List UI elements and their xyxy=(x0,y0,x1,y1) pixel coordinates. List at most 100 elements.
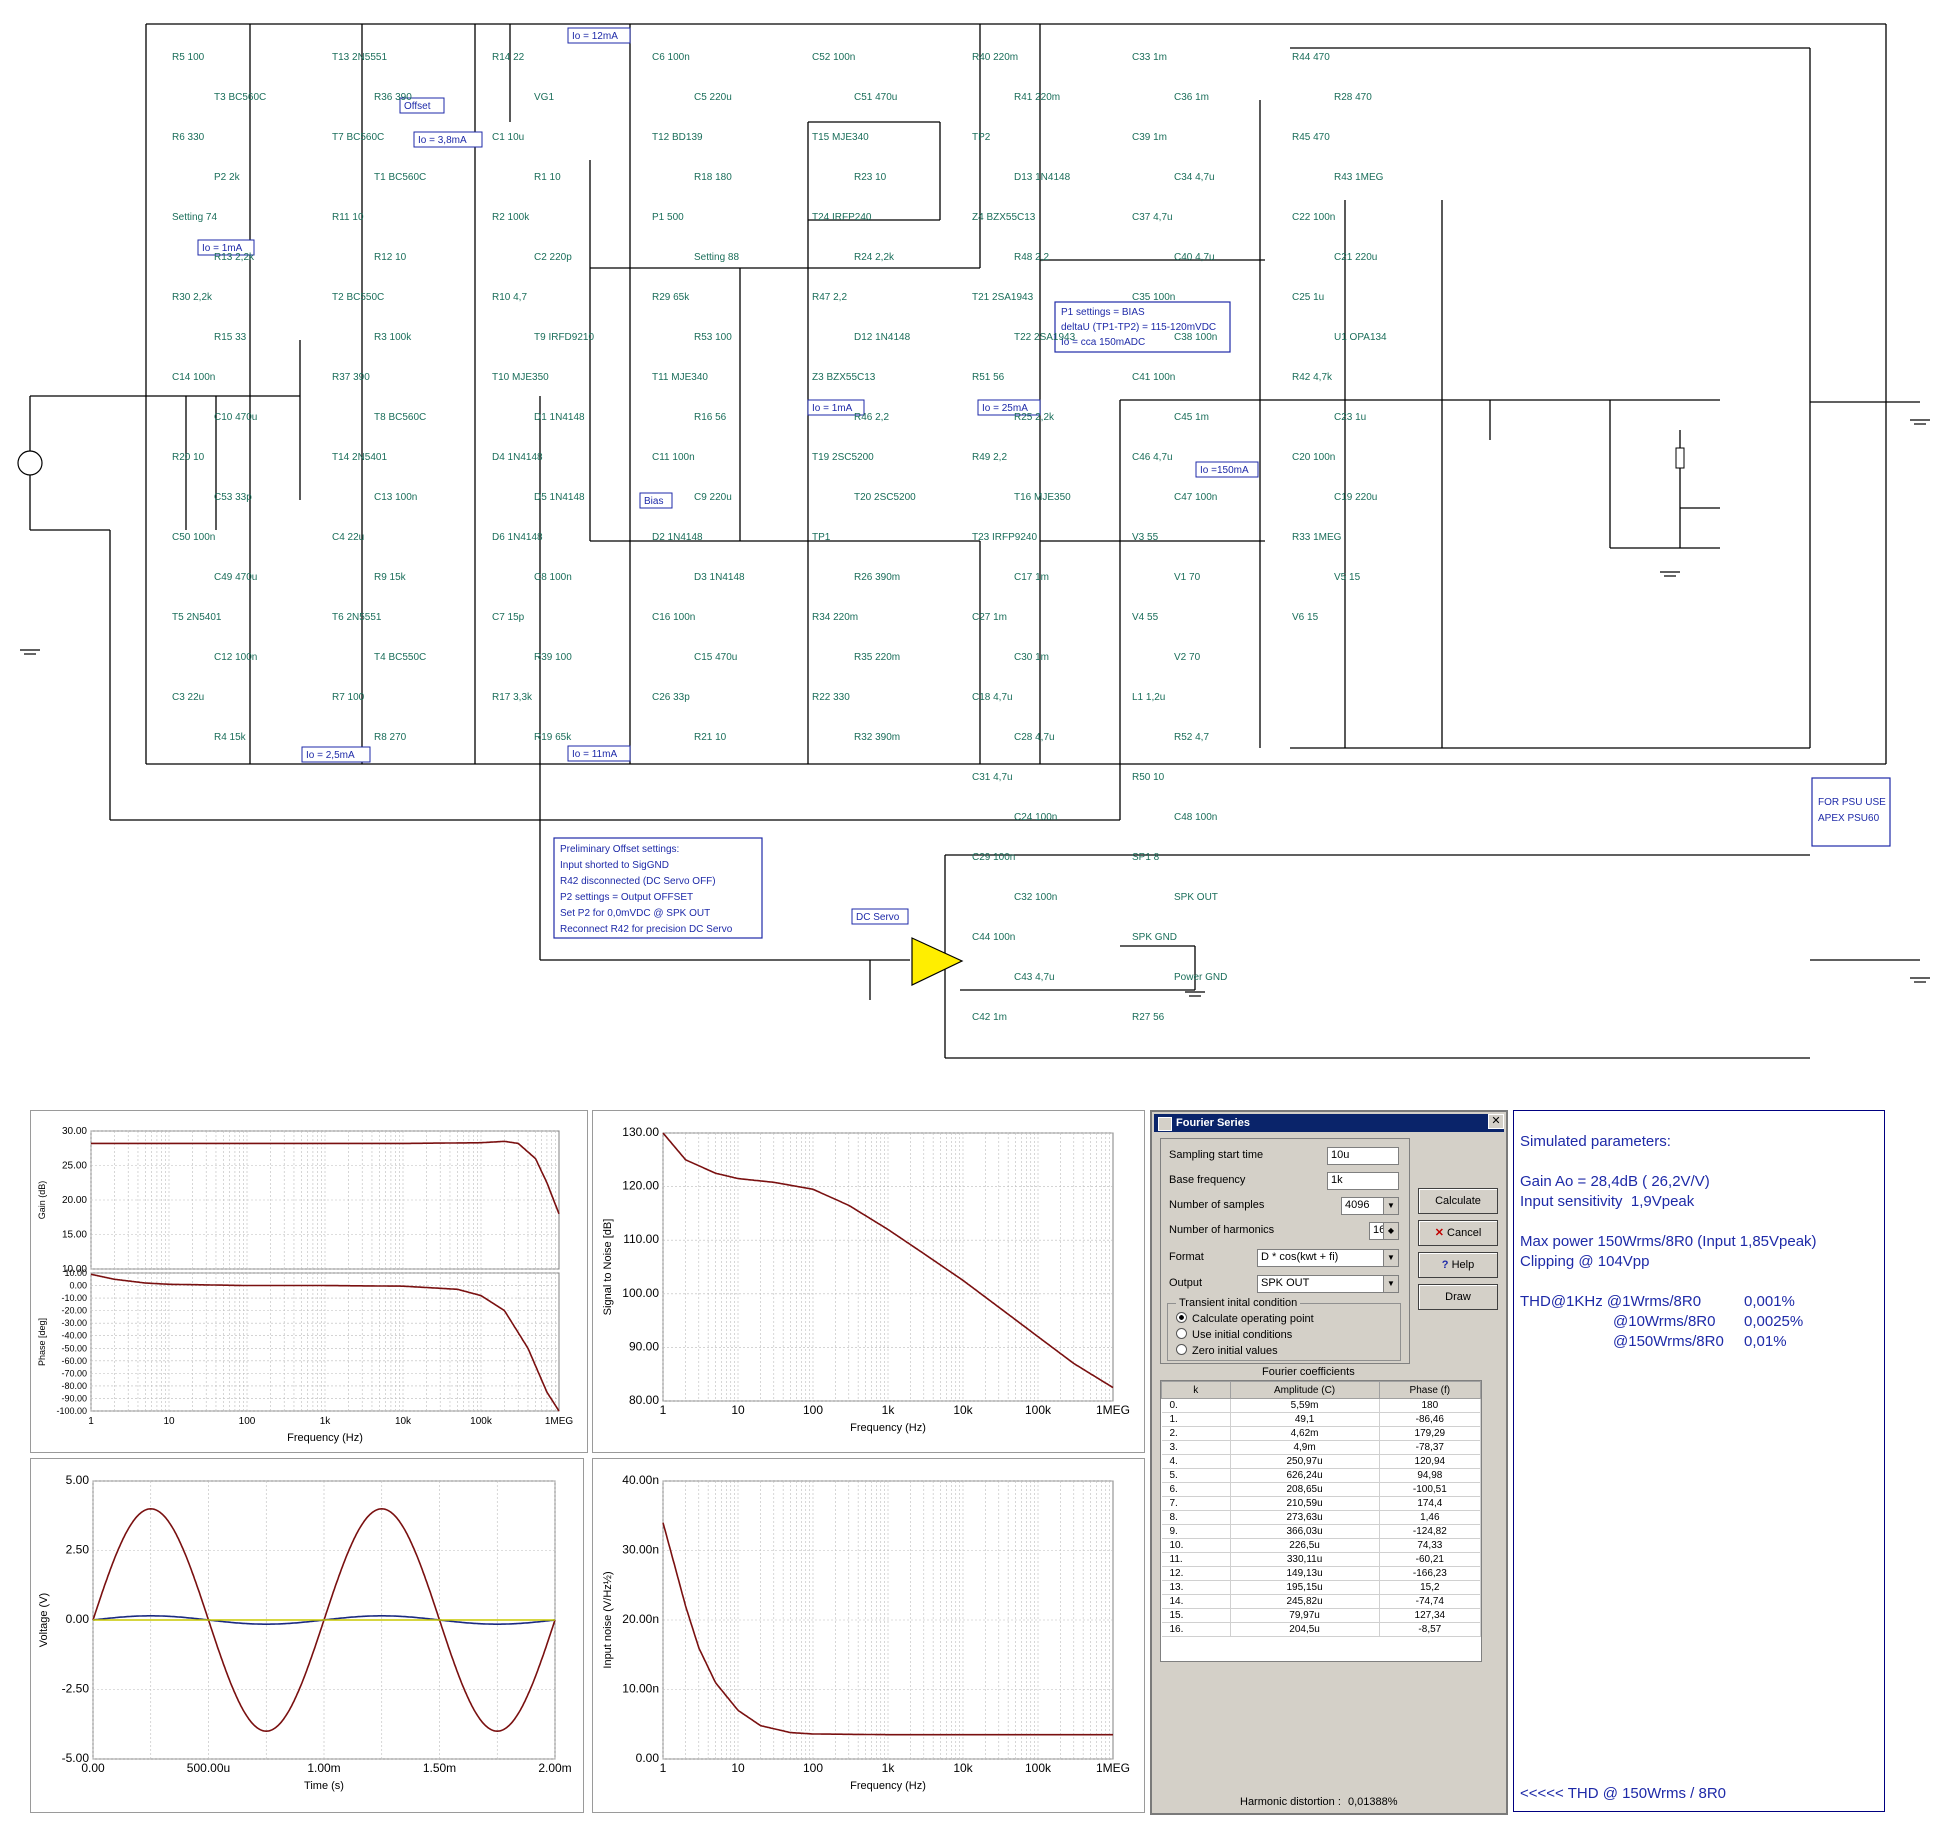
table-cell: 4,62m xyxy=(1230,1426,1380,1441)
calculate-button[interactable]: Calculate xyxy=(1418,1188,1498,1214)
component-label: C18 4,7u xyxy=(972,692,1013,703)
dialog-title-bar[interactable]: Fourier Series xyxy=(1154,1114,1504,1132)
component-label: R15 33 xyxy=(214,332,247,343)
table-row: 12.149,13u-166,23 xyxy=(1161,1566,1482,1581)
boxed-label: Io = 11mA xyxy=(572,749,617,760)
y-tick-label: -10.00 xyxy=(61,1293,87,1303)
format-value: D * cos(kwt + fi) xyxy=(1261,1251,1339,1263)
samples-select[interactable]: 4096▼ xyxy=(1341,1197,1399,1215)
component-label: C9 220u xyxy=(694,492,732,503)
component-label: T16 MJE350 xyxy=(1014,492,1071,503)
component-label: C29 100n xyxy=(972,852,1015,863)
sampling-start-input[interactable]: 10u xyxy=(1327,1147,1399,1165)
cancel-button[interactable]: ✕ Cancel xyxy=(1418,1220,1498,1246)
component-label: R45 470 xyxy=(1292,132,1330,143)
radio-use-initial[interactable]: Use initial conditions xyxy=(1176,1328,1292,1341)
plot-grid xyxy=(90,1130,559,1270)
component-label: C15 470u xyxy=(694,652,737,663)
harmonics-stepper[interactable]: 16◆ xyxy=(1369,1222,1399,1240)
component-label: R27 56 xyxy=(1132,1012,1165,1023)
component-label: TP2 xyxy=(972,132,991,143)
boxed-label-frame xyxy=(413,131,483,148)
component-label: C49 470u xyxy=(214,572,257,583)
component-label: C33 1m xyxy=(1132,52,1167,63)
table-cell: 4,9m xyxy=(1230,1440,1380,1455)
component-label: R33 1MEG xyxy=(1292,532,1342,543)
y-tick-label: 30.00n xyxy=(622,1543,659,1557)
output-select[interactable]: SPK OUT ▼ xyxy=(1257,1275,1399,1293)
radio-zero-initial[interactable]: Zero initial values xyxy=(1176,1344,1278,1357)
chevron-down-icon: ▼ xyxy=(1383,1198,1398,1214)
harmonic-distortion-value: 0,01388% xyxy=(1348,1796,1398,1808)
component-label: R13 2,2k xyxy=(214,252,255,263)
table-cell: -124,82 xyxy=(1379,1524,1482,1539)
y-tick-label: -100.00 xyxy=(56,1406,87,1416)
x-tick-label: 10k xyxy=(953,1403,973,1417)
component-label: C31 4,7u xyxy=(972,772,1013,783)
ground-symbols xyxy=(20,419,1930,997)
table-cell: 208,65u xyxy=(1230,1482,1380,1497)
component-label: R16 56 xyxy=(694,412,727,423)
table-cell: 11. xyxy=(1161,1552,1231,1567)
y-axis-label: Gain (dB) xyxy=(37,1181,47,1220)
output-value: SPK OUT xyxy=(1261,1277,1310,1289)
help-icon: ? xyxy=(1441,1259,1452,1271)
component-label: C50 100n xyxy=(172,532,215,543)
table-cell: 94,98 xyxy=(1379,1468,1482,1483)
component-label: C26 33p xyxy=(652,692,690,703)
component-label: R47 2,2 xyxy=(812,292,847,303)
component-label: V2 70 xyxy=(1174,652,1201,663)
format-select[interactable]: D * cos(kwt + fi)▼ xyxy=(1257,1249,1399,1267)
harmonic-distortion-label: Harmonic distortion : xyxy=(1240,1796,1341,1808)
component-label: R17 3,3k xyxy=(492,692,533,703)
table-cell: -166,23 xyxy=(1379,1566,1482,1581)
table-cell: 16. xyxy=(1161,1622,1231,1637)
draw-button[interactable]: Draw xyxy=(1418,1284,1498,1310)
table-cell: 180 xyxy=(1379,1398,1482,1413)
boxed-label-frame xyxy=(567,27,631,44)
component-label: C35 100n xyxy=(1132,292,1175,303)
base-frequency-input[interactable]: 1k xyxy=(1327,1172,1399,1190)
param-thd10-label: @10Wrms/8R0 xyxy=(1613,1313,1716,1330)
radio-label: Calculate operating point xyxy=(1192,1313,1314,1325)
component-label: R3 100k xyxy=(374,332,412,343)
component-label: T19 2SC5200 xyxy=(812,452,874,463)
y-tick-label: 2.50 xyxy=(66,1543,90,1557)
component-label: T12 BD139 xyxy=(652,132,703,143)
close-button[interactable]: ✕ xyxy=(1488,1114,1504,1129)
y-tick-label: -70.00 xyxy=(61,1368,87,1378)
radio-calc-op[interactable]: Calculate operating point xyxy=(1176,1312,1314,1325)
component-label: T20 2SC5200 xyxy=(854,492,916,503)
component-label: R29 65k xyxy=(652,292,690,303)
boxed-label: Offset xyxy=(404,101,431,112)
component-label: R20 10 xyxy=(172,452,205,463)
y-tick-label: 10.00 xyxy=(62,1264,87,1275)
param-thd1: 0,001% xyxy=(1744,1293,1795,1310)
component-label: R10 4,7 xyxy=(492,292,527,303)
component-label: R46 2,2 xyxy=(854,412,889,423)
table-cell: -86,46 xyxy=(1379,1412,1482,1427)
component-label: R12 10 xyxy=(374,252,407,263)
x-tick-label: 1MEG xyxy=(545,1416,574,1427)
table-cell: 1,46 xyxy=(1379,1510,1482,1525)
component-label: C2 220p xyxy=(534,252,572,263)
y-tick-label: 20.00 xyxy=(62,1195,87,1206)
transient-group: Transient inital condition Calculate ope… xyxy=(1167,1297,1401,1361)
help-button[interactable]: ? Help xyxy=(1418,1252,1498,1278)
chevron-down-icon: ▼ xyxy=(1383,1276,1398,1292)
component-label: C3 22u xyxy=(172,692,204,703)
table-cell: 4. xyxy=(1161,1454,1231,1469)
component-label: T1 BC560C xyxy=(374,172,426,183)
component-label: C16 100n xyxy=(652,612,695,623)
component-label: R36 390 xyxy=(374,92,412,103)
y-tick-label: -40.00 xyxy=(61,1331,87,1341)
component-label: C21 220u xyxy=(1334,252,1377,263)
table-row: 11.330,11u-60,21 xyxy=(1161,1552,1482,1567)
table-cell: 1. xyxy=(1161,1412,1231,1427)
table-cell: 7. xyxy=(1161,1496,1231,1511)
table-cell: 210,59u xyxy=(1230,1496,1380,1511)
component-label: T2 BC550C xyxy=(332,292,384,303)
